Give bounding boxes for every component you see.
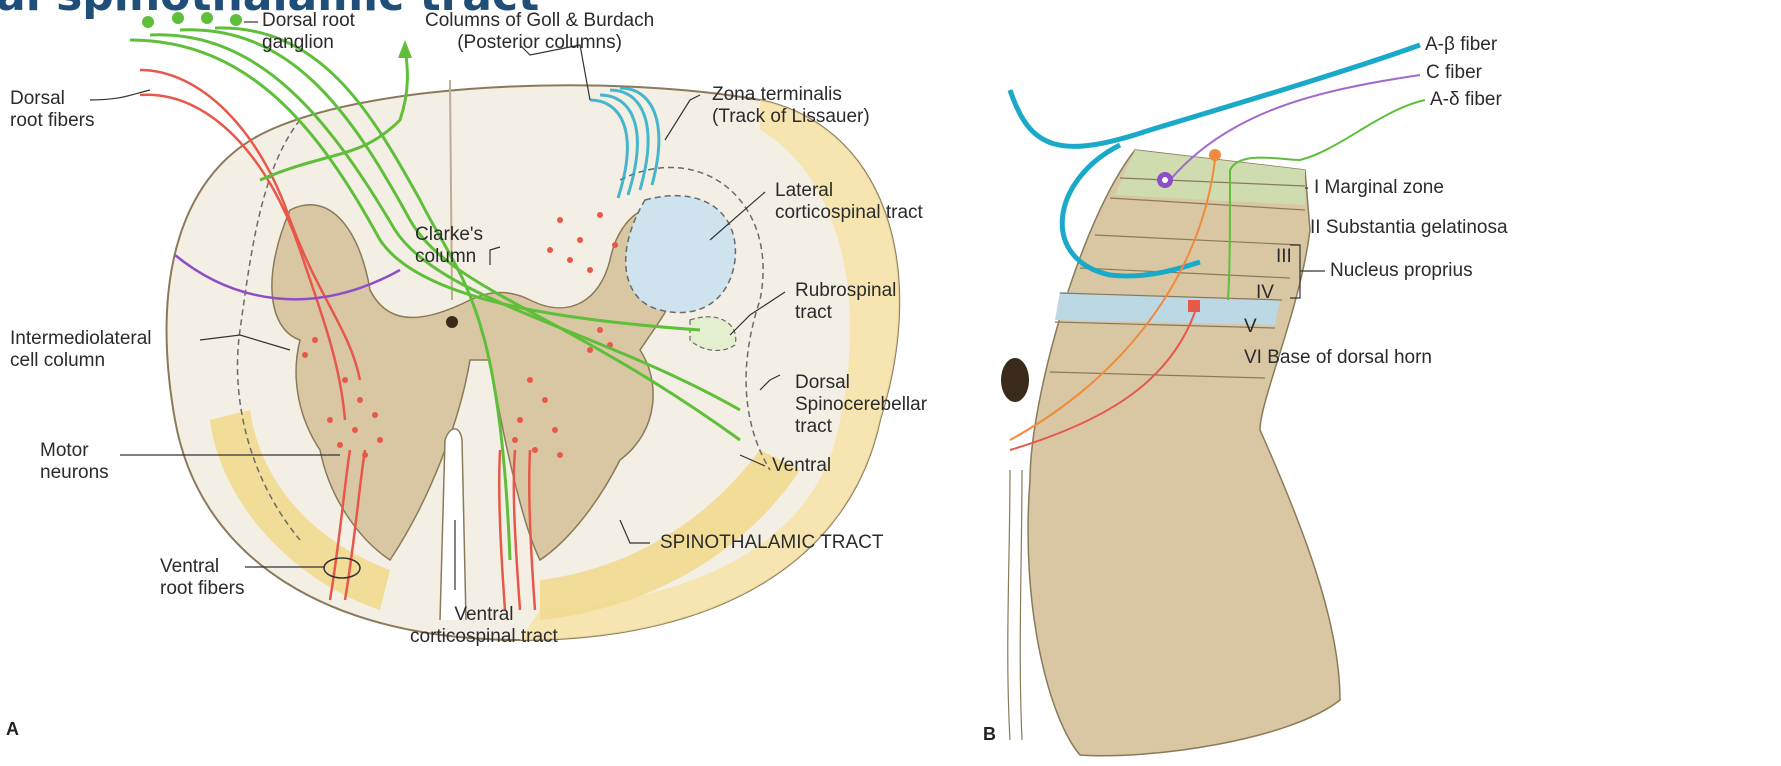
label-a-delta-fiber: A-δ fiber (1430, 89, 1502, 111)
left-edge-lines (1008, 470, 1022, 740)
label-lamina-iii: III (1276, 246, 1292, 268)
lateral-corticospinal-region (626, 196, 736, 313)
label-spinothalamic-tract: SPINOTHALAMIC TRACT (660, 532, 883, 554)
label-lamina-v: V (1244, 316, 1257, 338)
central-canal (446, 316, 458, 328)
panel-b-drawing: B (983, 45, 1425, 756)
green-arrowhead (398, 40, 412, 58)
label-nucleus-proprius: Nucleus proprius (1330, 260, 1473, 282)
label-ventral: Ventral (772, 455, 831, 477)
label-zona-terminalis: Zona terminalis(Track of Lissauer) (712, 84, 870, 128)
label-lamina-ii: II Substantia gelatinosa (1310, 217, 1508, 239)
label-lamina-vi: VI Base of dorsal horn (1244, 347, 1432, 369)
dorsal-horn (1028, 150, 1340, 756)
label-a-beta-fiber: A-β fiber (1425, 34, 1497, 56)
dorsal-root-ganglion-dots (142, 12, 242, 28)
orange-neuron (1209, 149, 1221, 161)
dorsal-horn-hole (1001, 358, 1029, 402)
label-goll-burdach: Columns of Goll & Burdach(Posterior colu… (425, 10, 654, 54)
panel-a-letter: A (6, 719, 19, 739)
label-lamina-iv: IV (1256, 282, 1274, 304)
label-lamina-i: I Marginal zone (1314, 177, 1444, 199)
panel-b-letter: B (983, 724, 996, 744)
label-c-fiber: C fiber (1426, 62, 1482, 84)
red-neuron (1188, 300, 1200, 312)
ventral-fissure (440, 429, 466, 620)
